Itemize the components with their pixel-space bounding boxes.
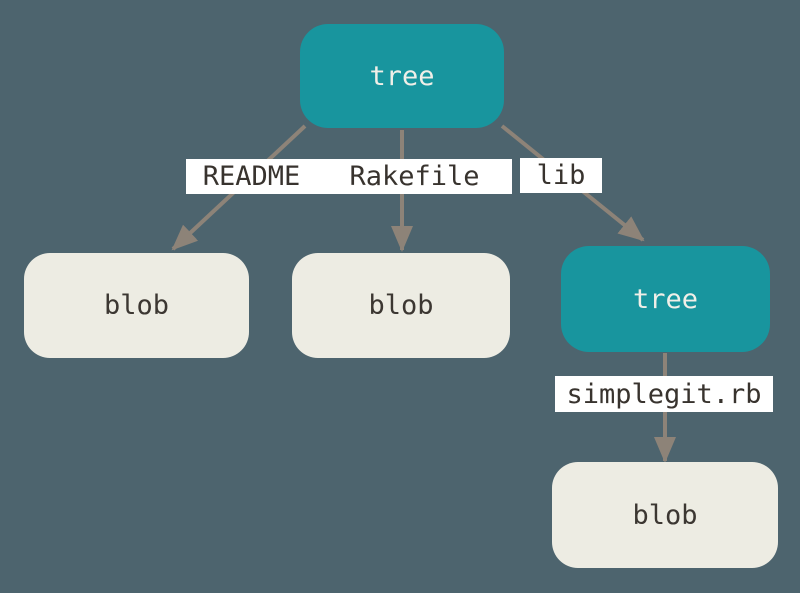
- edge-label-readme: README: [186, 159, 317, 194]
- edge-label-lib: lib: [520, 158, 602, 193]
- edge-label-simplegit-rb: simplegit.rb: [555, 376, 773, 412]
- rakefile-blob-node-label: blob: [368, 290, 434, 321]
- rakefile-blob-node: blob: [292, 253, 510, 358]
- simplegit-blob-node-label: blob: [632, 499, 698, 531]
- readme-blob-node: blob: [24, 253, 249, 358]
- simplegit-blob-node: blob: [552, 462, 778, 568]
- root-tree-node: tree: [300, 24, 504, 128]
- readme-blob-node-label: blob: [103, 290, 170, 321]
- edge-label-rakefile: Rakefile: [317, 159, 512, 194]
- lib-tree-node: tree: [561, 246, 770, 352]
- lib-tree-node-label: tree: [632, 283, 699, 315]
- root-tree-node-label: tree: [369, 60, 435, 92]
